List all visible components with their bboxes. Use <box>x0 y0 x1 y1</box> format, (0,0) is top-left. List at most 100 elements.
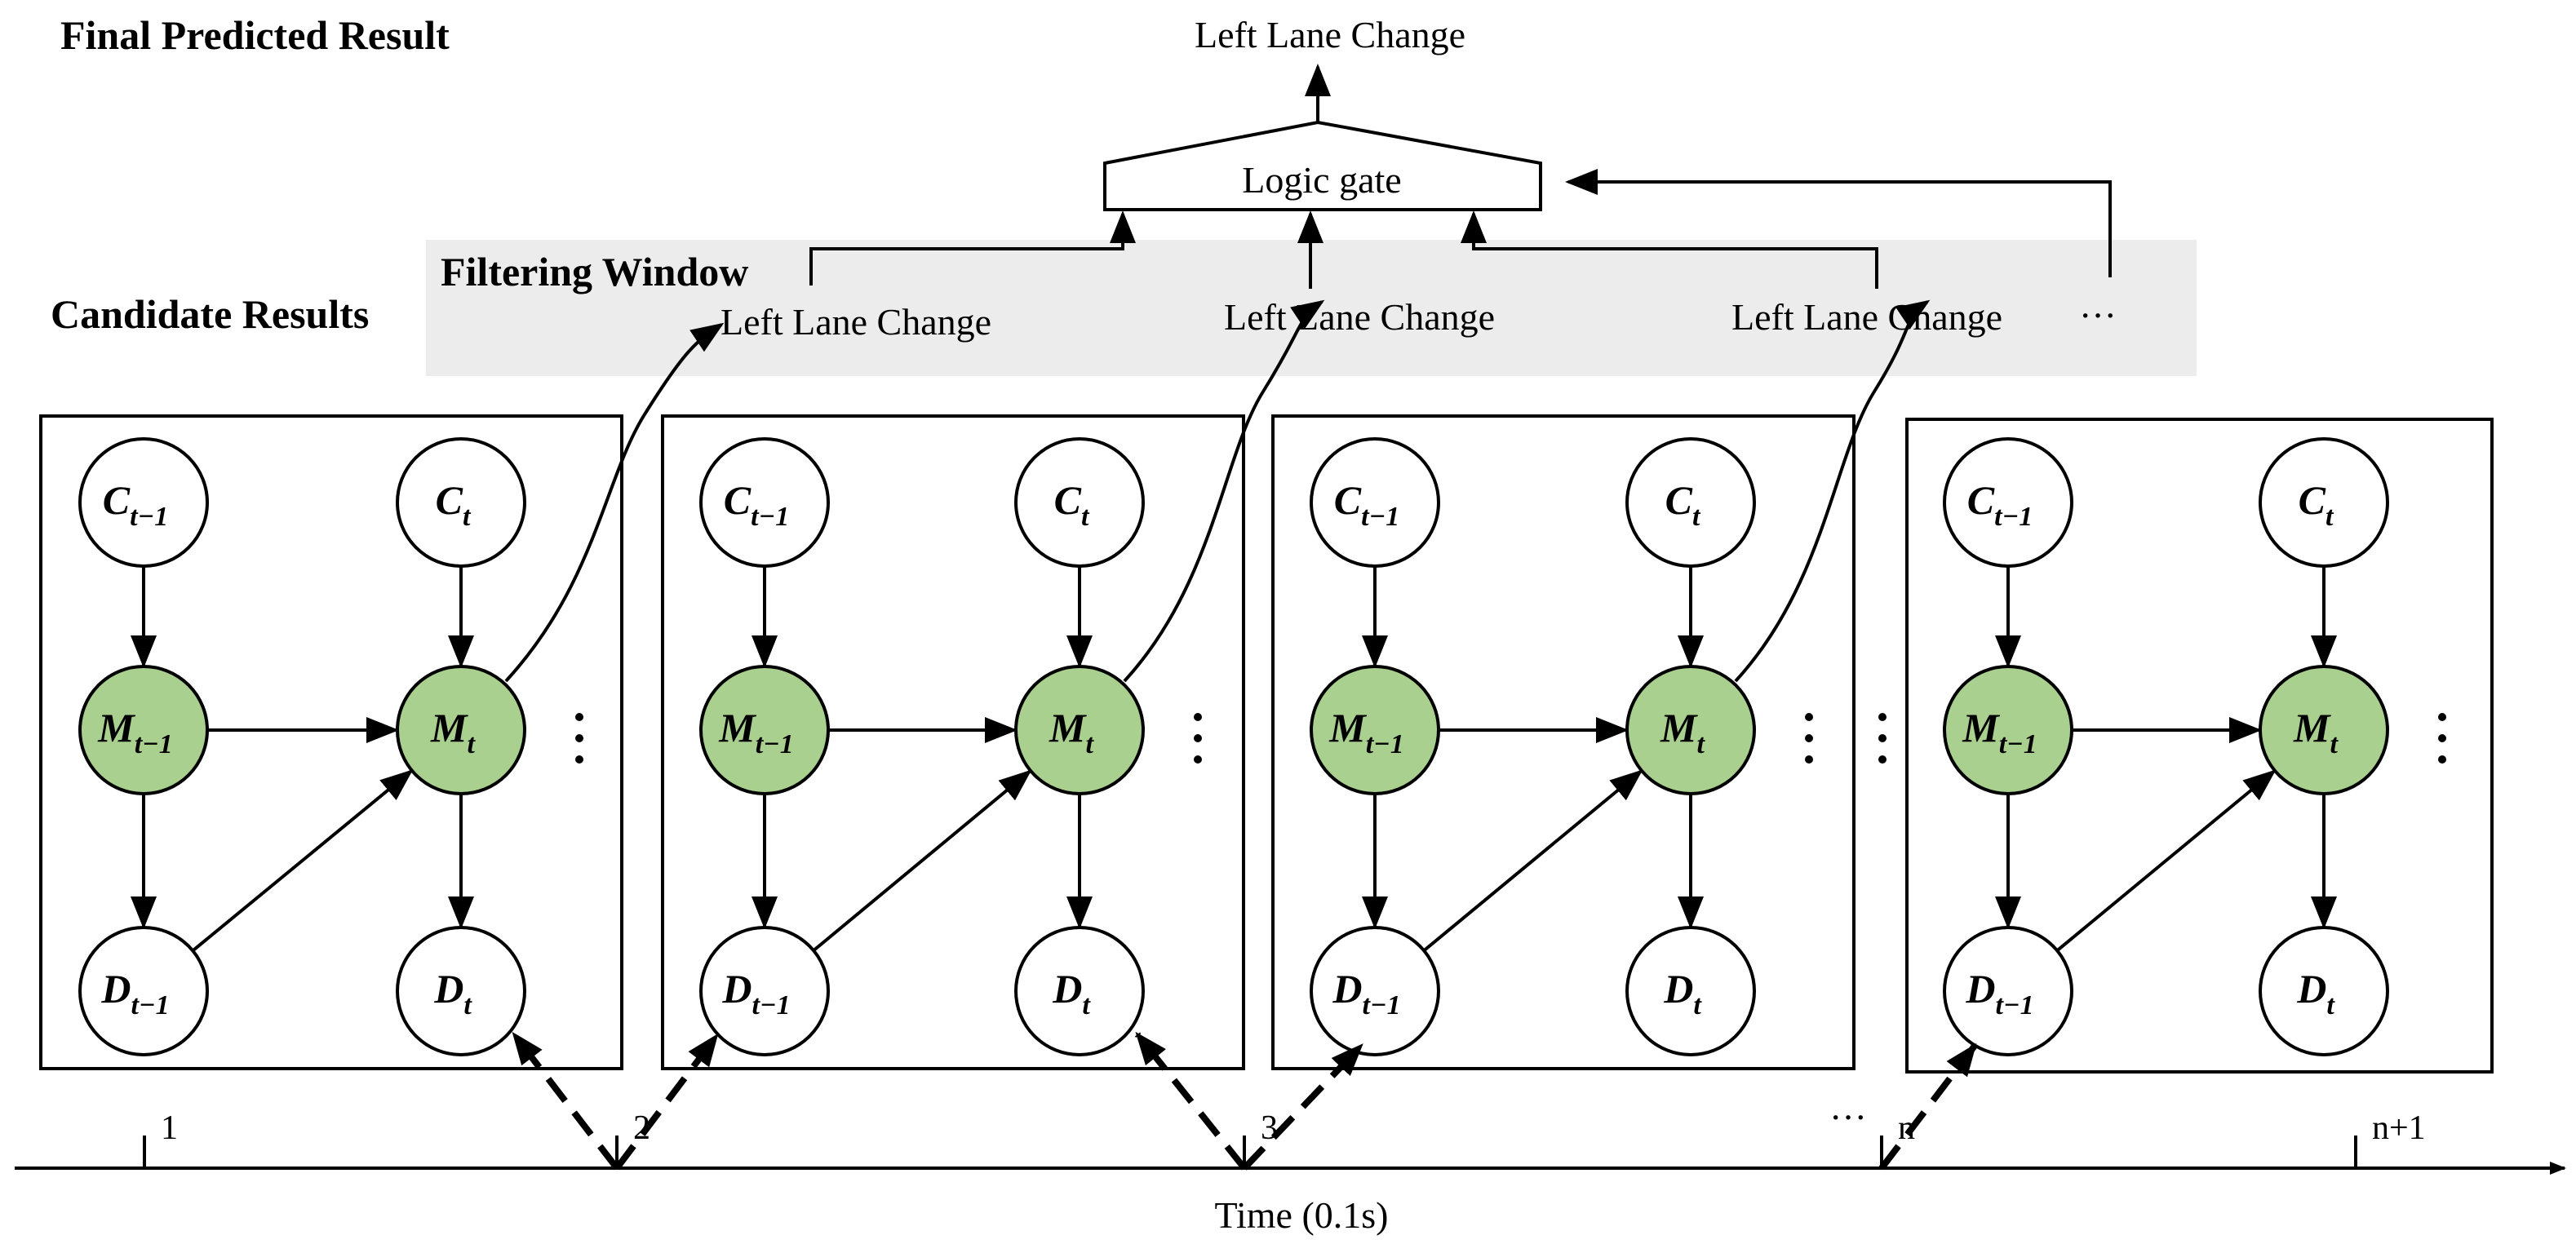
svg-text:Ct: Ct <box>436 477 472 532</box>
node-m-prev: Mt−1 <box>1943 665 2073 795</box>
node-d-subscript: t <box>463 990 472 1020</box>
node-m-prev-symbol: M <box>718 705 756 750</box>
node-d-prev: Dt−1 <box>78 926 209 1056</box>
svg-text:Dt: Dt <box>2296 966 2335 1020</box>
svg-text:Mt−1: Mt−1 <box>1962 705 2037 759</box>
edge-d-prev-to-m <box>2055 769 2277 952</box>
obs-arrow-4 <box>1242 1043 1363 1171</box>
vertical-ellipsis-dot <box>1805 734 1813 742</box>
node-d-symbol: D <box>1052 966 1082 1012</box>
node-m-symbol: M <box>2293 705 2331 750</box>
m-to-candidate-arrow-3 <box>1734 299 1931 683</box>
node-m-prev-symbol: M <box>1962 705 2000 750</box>
node-m-prev-symbol: M <box>1328 705 1367 750</box>
node-c-subscript: t <box>2325 502 2334 532</box>
obs-arrow-3 <box>1134 1031 1248 1171</box>
svg-text:Dt: Dt <box>433 966 472 1020</box>
edge-d-prev-to-m <box>191 769 414 952</box>
node-m-prev-subscript: t−1 <box>756 729 794 759</box>
vertical-ellipsis-dot <box>575 734 583 742</box>
node-c-symbol: C <box>2299 477 2326 523</box>
node-d: Dt <box>1625 926 1756 1056</box>
node-c-prev-symbol: C <box>1334 477 1362 523</box>
node-m-subscript: t <box>468 729 477 759</box>
vertical-ellipsis-dot <box>1805 713 1813 721</box>
node-d-prev: Dt−1 <box>1943 926 2073 1056</box>
node-d-prev-subscript: t−1 <box>752 990 791 1020</box>
node-d-prev-symbol: D <box>1965 966 1995 1012</box>
svg-text:Dt: Dt <box>1052 966 1091 1020</box>
candidate-3-to-gate-arrow <box>1461 210 1878 289</box>
filtering-window-heading: Filtering Window <box>441 249 748 294</box>
svg-text:Mt−1: Mt−1 <box>718 705 794 759</box>
svg-text:Mt−1: Mt−1 <box>1328 705 1404 759</box>
node-d-prev: Dt−1 <box>699 926 830 1056</box>
node-m-subscript: t <box>1086 729 1095 759</box>
tick-label-4: n <box>1898 1109 1915 1147</box>
node-d-prev-symbol: D <box>721 966 752 1012</box>
node-d: Dt <box>396 926 526 1056</box>
tick-label-1: 1 <box>161 1109 178 1147</box>
vertical-ellipsis-dot <box>575 755 583 764</box>
node-d-subscript: t <box>1693 990 1702 1020</box>
ellipsis-to-gate-arrow <box>1565 169 2112 277</box>
svg-text:Dt: Dt <box>1663 966 1702 1020</box>
node-d-symbol: D <box>433 966 463 1012</box>
node-d-prev-subscript: t−1 <box>1996 990 2034 1020</box>
node-c-subscript: t <box>1692 502 1701 532</box>
node-d-subscript: t <box>2326 990 2335 1020</box>
node-d-prev-subscript: t−1 <box>131 990 170 1020</box>
node-m-prev: Mt−1 <box>1310 665 1440 795</box>
obs-arrow-1 <box>511 1031 620 1171</box>
node-d: Dt <box>1014 926 1145 1056</box>
svg-text:Ct: Ct <box>1665 477 1701 532</box>
svg-text:Ct−1: Ct−1 <box>1967 477 2033 532</box>
vertical-ellipsis-dot <box>1194 755 1202 764</box>
svg-text:Dt−1: Dt−1 <box>1965 966 2033 1020</box>
obs-arrow-5 <box>1878 1043 1978 1171</box>
final-result-label: Left Lane Change <box>1195 14 1465 55</box>
node-c-symbol: C <box>1665 477 1693 523</box>
vertical-ellipsis-dot <box>575 713 583 721</box>
node-m-prev: Mt−1 <box>78 665 209 795</box>
node-m-subscript: t <box>2330 729 2339 759</box>
node-c-prev-symbol: C <box>103 477 131 523</box>
slice-frame <box>661 414 1245 1070</box>
vertical-ellipsis-dot <box>2438 713 2446 721</box>
svg-text:Ct−1: Ct−1 <box>724 477 789 532</box>
node-c-subscript: t <box>1081 502 1090 532</box>
node-c-subscript: t <box>463 502 472 532</box>
vertical-ellipsis-dot <box>1194 713 1202 721</box>
node-m: Mt <box>2259 665 2389 795</box>
svg-text:Dt−1: Dt−1 <box>1332 966 1400 1020</box>
node-m-prev-subscript: t−1 <box>135 729 173 759</box>
slice-frame <box>39 414 623 1070</box>
node-c-symbol: C <box>436 477 463 523</box>
node-m-prev-symbol: M <box>97 705 135 750</box>
node-c: Ct <box>2259 437 2389 568</box>
node-c: Ct <box>1625 437 1756 568</box>
slice-frame <box>1271 414 1856 1070</box>
node-d: Dt <box>2259 926 2389 1056</box>
tick-label-5: n+1 <box>2372 1109 2426 1147</box>
m-to-candidate-arrow-1 <box>504 322 725 683</box>
svg-text:Ct: Ct <box>2299 477 2334 532</box>
node-d-subscript: t <box>1082 990 1091 1020</box>
svg-text:Dt−1: Dt−1 <box>721 966 790 1020</box>
svg-text:Mt: Mt <box>430 705 476 759</box>
svg-text:Dt−1: Dt−1 <box>100 966 169 1020</box>
edge-d-prev-to-m <box>1422 769 1643 952</box>
vertical-ellipsis-dot <box>1194 734 1202 742</box>
candidate-1-to-gate-arrow <box>809 210 1136 286</box>
svg-text:Mt: Mt <box>1049 705 1094 759</box>
vertical-ellipsis-dot <box>2438 734 2446 742</box>
candidate-label-3: Left Lane Change <box>1731 296 2002 338</box>
node-c-prev: Ct−1 <box>1943 437 2073 568</box>
vertical-ellipsis-dot <box>1805 755 1813 764</box>
node-c-prev-subscript: t−1 <box>1361 502 1399 532</box>
node-m-subscript: t <box>1697 729 1706 759</box>
